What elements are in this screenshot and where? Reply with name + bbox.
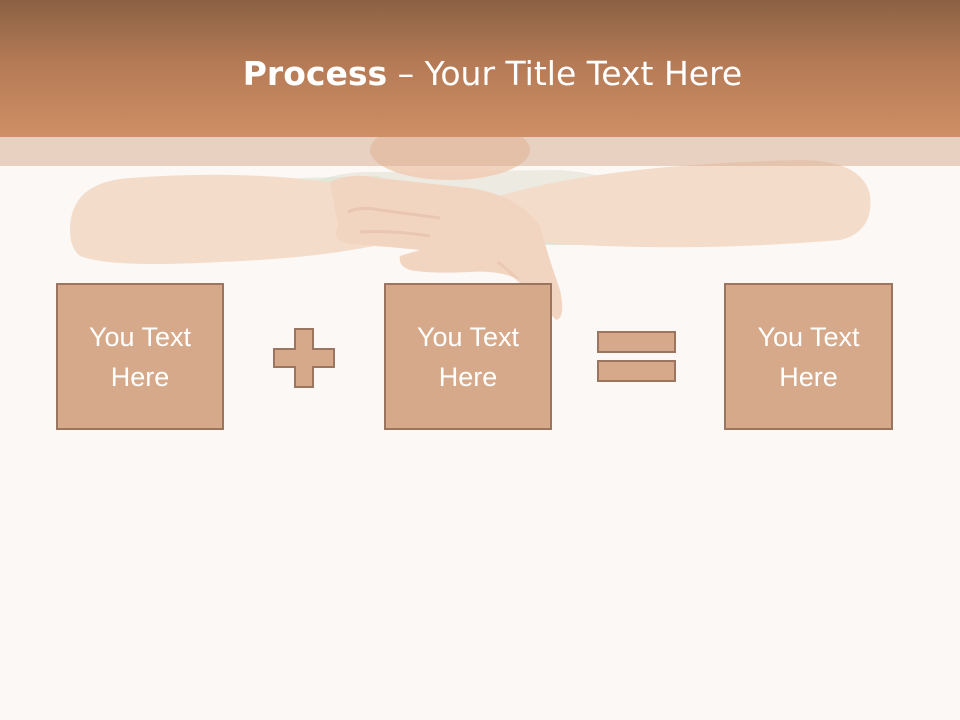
process-box-2: You Text Here (384, 283, 552, 430)
title-stripe (0, 137, 960, 166)
process-box-3: You Text Here (724, 283, 893, 430)
process-box-2-text: You Text Here (416, 321, 520, 392)
plus-icon (273, 328, 335, 388)
slide-title: Process – Your Title Text Here (0, 50, 960, 98)
process-box-1-text: You Text Here (88, 321, 192, 392)
slide-title-bold: Process (242, 54, 388, 93)
equals-icon (597, 331, 676, 382)
process-box-3-text: You Text Here (757, 321, 860, 392)
title-bar (0, 0, 960, 137)
process-box-1: You Text Here (56, 283, 224, 430)
slide-title-rest: – Your Title Text Here (387, 54, 743, 93)
